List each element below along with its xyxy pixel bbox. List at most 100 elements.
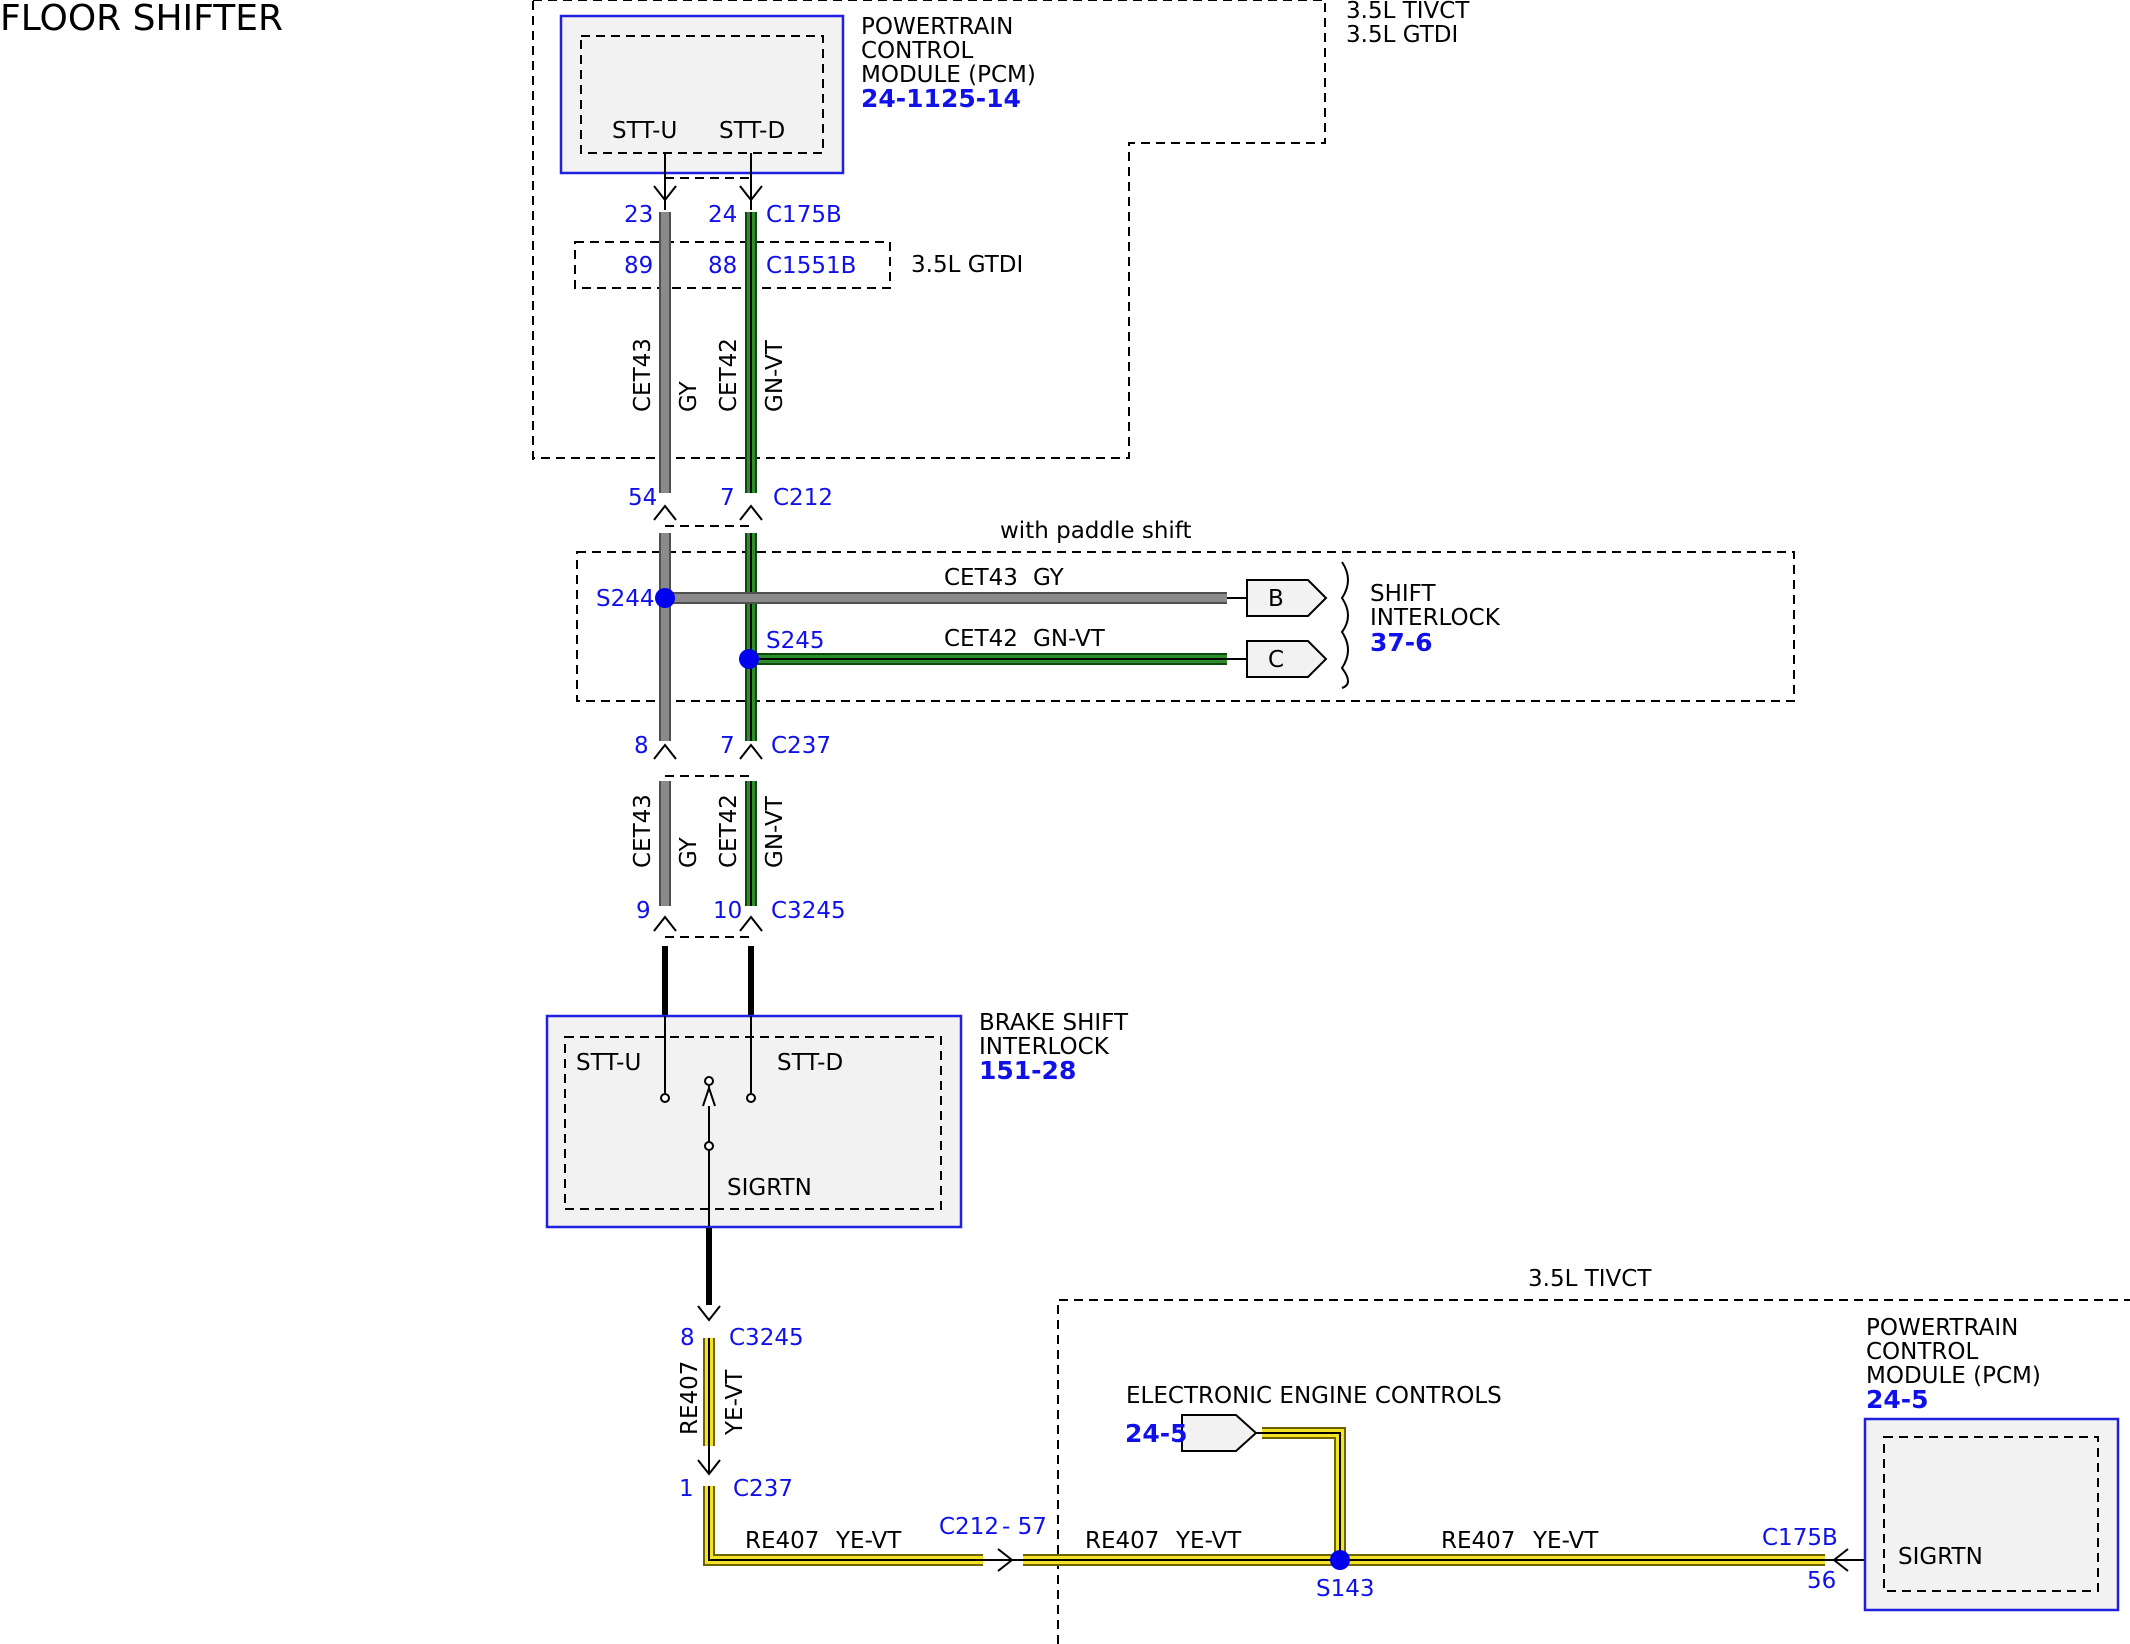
brake-shift-interlock-inner [564, 1036, 942, 1210]
splice-s244[interactable] [655, 588, 675, 608]
region-gtdi-connector [574, 241, 891, 289]
c3245b-arrow-icon [697, 1305, 721, 1322]
pcm-bottom-label-1: POWERTRAIN [1866, 1315, 2018, 1341]
connector-c212[interactable]: C212 [773, 485, 833, 511]
c212b-pin-57: - 57 [1002, 1514, 1047, 1540]
wire-re407-eec-stripe [1262, 1432, 1341, 1560]
wire-color-gy-top: GY [676, 380, 702, 412]
region-tivct-gtdi [532, 0, 1326, 460]
wire-label-re407-seg2: RE407 [745, 1528, 819, 1554]
page-title: FLOOR SHIFTER [0, 0, 283, 39]
c237-arrow-left-icon [653, 743, 677, 760]
wire-label-cet43-branch: CET43 [944, 565, 1018, 591]
connector-c175b-bottom[interactable]: C175B [1762, 1525, 1838, 1551]
pcm-bottom-pin-sigrtn: SIGRTN [1898, 1544, 1983, 1570]
wire-label-re407-seg4: RE407 [1441, 1528, 1515, 1554]
bsi-pin-sigrtn: SIGRTN [727, 1175, 812, 1201]
wire-re407-eec[interactable] [1262, 1429, 1344, 1560]
c1551b-pin-88: 88 [708, 253, 737, 279]
eec-ref[interactable]: 24-5 [1125, 1419, 1188, 1448]
c212-pin-54: 54 [628, 485, 657, 511]
shift-interlock-ref[interactable]: 37-6 [1370, 628, 1433, 657]
c3245-pin-9: 9 [636, 898, 651, 924]
pcm-bottom-ref[interactable]: 24-5 [1866, 1385, 1929, 1414]
wire-label-re407-vert: RE407 [677, 1361, 703, 1435]
wire-label-re407-seg3: RE407 [1085, 1528, 1159, 1554]
wire-color-gnvt-low: GN-VT [762, 795, 788, 868]
wire-color-yevt-seg2: YE-VT [835, 1528, 902, 1554]
pcm-top-ref-2[interactable]: 25-14 [941, 84, 1021, 113]
splice-s245[interactable] [739, 649, 759, 669]
wire-color-yevt-seg3: YE-VT [1175, 1528, 1242, 1554]
brake-shift-interlock-box [545, 1014, 963, 1229]
connector-c3245[interactable]: C3245 [771, 898, 846, 924]
connector-c237-bottom[interactable]: C237 [733, 1476, 793, 1502]
pcm-bottom-inner [1883, 1436, 2099, 1592]
c237-arrow-right-icon [739, 743, 763, 760]
wire-color-yevt-vert: YE-VT [722, 1369, 748, 1436]
c3245-pin-10: 10 [713, 898, 742, 924]
shift-interlock-pin-c[interactable] [1246, 640, 1328, 678]
wire-label-cet43-top: CET43 [630, 338, 656, 412]
c212-arrow-left-icon [653, 504, 677, 521]
bsi-label-2: INTERLOCK [979, 1034, 1110, 1060]
wire-color-gy-branch: GY [1033, 565, 1065, 591]
variant-label-tivct-bottom: 3.5L TIVCT [1528, 1266, 1652, 1292]
bsi-switch-arrow-icon [702, 1084, 716, 1107]
bsi-label-1: BRAKE SHIFT [979, 1010, 1129, 1036]
bsi-pin-stt-u: STT-U [576, 1050, 641, 1076]
pcm-bottom-label-3: MODULE (PCM) [1866, 1363, 2041, 1389]
wire-re407-eec-outline [1262, 1427, 1346, 1560]
connector-c3245-bottom[interactable]: C3245 [729, 1325, 804, 1351]
shift-interlock-label-2: INTERLOCK [1370, 605, 1501, 631]
c237-pin-8: 8 [634, 733, 649, 759]
bsi-ref[interactable]: 151-28 [979, 1056, 1076, 1085]
c212-arrow-right-icon [739, 504, 763, 521]
c1551b-pin-89: 89 [624, 253, 653, 279]
c3245-arrow-right-icon [739, 915, 763, 932]
shift-interlock-pin-c-label: C [1268, 647, 1284, 673]
c237b-pin-1: 1 [679, 1476, 694, 1502]
wire-label-cet42-top: CET42 [716, 338, 742, 412]
wire-color-gy-low: GY [676, 836, 702, 868]
connector-c1551b[interactable]: C1551B [766, 253, 856, 279]
bsi-contact-stt-u [660, 1093, 670, 1103]
variant-label-tivct-top: 3.5L TIVCT [1346, 0, 1470, 24]
eec-connector-shape[interactable] [1181, 1414, 1258, 1452]
pcm-top-pin-stt-d: STT-D [719, 118, 785, 144]
pcm-top-ref-1[interactable]: 24-11 [861, 84, 941, 113]
bsi-pin-stt-d: STT-D [777, 1050, 843, 1076]
variant-label-paddle-shift: with paddle shift [1000, 518, 1192, 544]
c237-pin-7: 7 [720, 733, 735, 759]
wire-color-gnvt-branch: GN-VT [1033, 626, 1106, 652]
pcm-top-inner [580, 35, 824, 154]
bsi-contact-top [704, 1076, 714, 1086]
c175b-arrow-left-icon [653, 185, 677, 202]
connector-c212-bottom[interactable]: C212 [939, 1514, 999, 1540]
c175b-pin-24: 24 [708, 202, 737, 228]
c175b-bottom-pin-56: 56 [1807, 1568, 1836, 1594]
shift-interlock-pin-b[interactable] [1246, 579, 1328, 617]
wire-label-cet42-branch: CET42 [944, 626, 1018, 652]
shift-interlock-pin-b-label: B [1268, 586, 1284, 612]
region-tivct-bottom [1057, 1299, 2130, 1644]
connector-c237[interactable]: C237 [771, 733, 831, 759]
shift-interlock-label-1: SHIFT [1370, 581, 1437, 607]
splice-s143[interactable] [1330, 1550, 1350, 1570]
connector-c175b-top[interactable]: C175B [766, 202, 842, 228]
wire-color-yevt-seg4: YE-VT [1532, 1528, 1599, 1554]
region-paddle-shift [576, 551, 1795, 702]
c175b-pin-23: 23 [624, 202, 653, 228]
bsi-contact-stt-d [746, 1093, 756, 1103]
wire-label-cet43-low: CET43 [630, 794, 656, 868]
shift-interlock-brace-icon [1340, 561, 1349, 689]
c175b-arrow-right-icon [739, 185, 763, 202]
pcm-bottom-box [1863, 1417, 2120, 1612]
wire-label-cet42-low: CET42 [716, 794, 742, 868]
pcm-top-label-2: CONTROL [861, 38, 974, 64]
pcm-top-label-1: POWERTRAIN [861, 14, 1013, 40]
wire-color-gnvt-top: GN-VT [762, 339, 788, 412]
c175b-bottom-arrow-icon [1832, 1548, 1849, 1572]
eec-label: ELECTRONIC ENGINE CONTROLS [1126, 1383, 1502, 1409]
